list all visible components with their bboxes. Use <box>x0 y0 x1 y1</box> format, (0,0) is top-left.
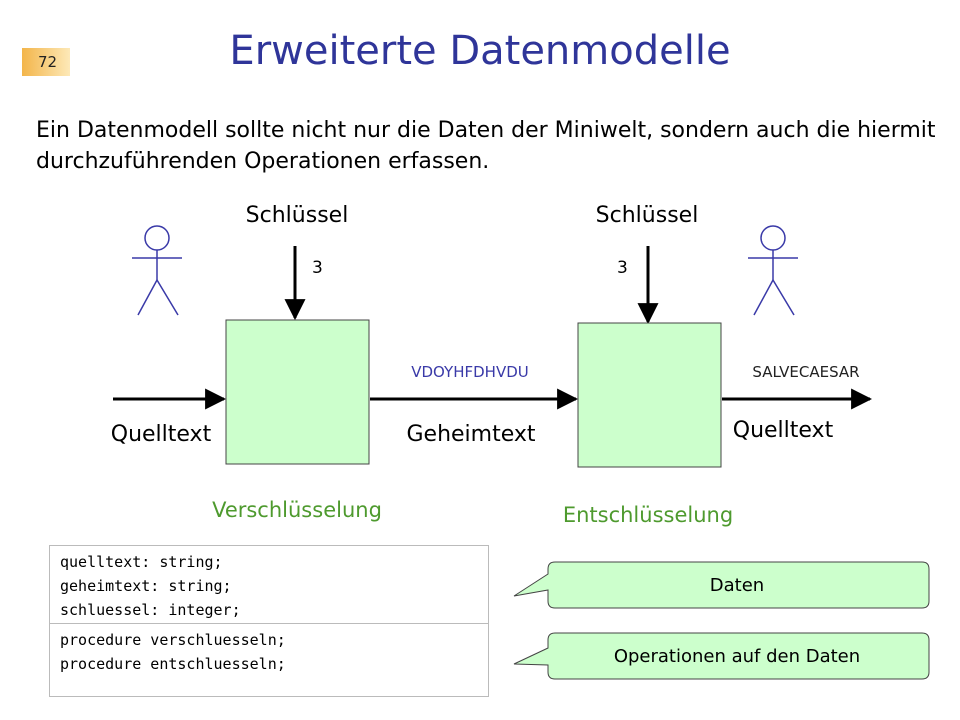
code-line: procedure verschluesseln; <box>60 631 286 649</box>
person-left-icon <box>132 225 182 316</box>
code-box: quelltext: string; geheimtext: string; s… <box>49 545 489 697</box>
operation-declarations: procedure verschluesseln; procedure ents… <box>50 624 488 680</box>
person-right-icon <box>748 225 798 316</box>
slide-title: Erweiterte Datenmodelle <box>229 28 731 74</box>
callout-operations-text: Operationen auf den Daten <box>614 646 860 667</box>
data-declarations: quelltext: string; geheimtext: string; s… <box>50 546 488 624</box>
callout-data-text: Daten <box>710 575 764 596</box>
decrypt-box <box>577 322 722 468</box>
intro-text: Ein Datenmodell sollte nicht nur die Dat… <box>36 118 936 174</box>
encrypt-box <box>225 319 370 465</box>
encrypt-label: Verschlüsselung <box>212 498 382 522</box>
code-line: schluessel: integer; <box>60 601 241 619</box>
code-line: quelltext: string; <box>60 553 223 571</box>
cipher-sample: VDOYHFDHVDU <box>411 363 529 381</box>
cipher-text-label: Geheimtext <box>406 422 535 447</box>
decrypt-label: Entschlüsselung <box>563 503 733 527</box>
plain-sample: SALVECAESAR <box>752 363 859 381</box>
key-value-right: 3 <box>617 258 628 278</box>
key-label-right: Schlüssel <box>596 203 699 228</box>
code-line: geheimtext: string; <box>60 577 232 595</box>
callout-data <box>513 561 930 609</box>
source-text-right: Quelltext <box>733 418 834 443</box>
source-text-left: Quelltext <box>111 422 212 447</box>
slide-number: 72 <box>22 48 70 76</box>
code-line: procedure entschluesseln; <box>60 655 286 673</box>
callout-operations <box>513 632 930 680</box>
key-value-left: 3 <box>312 258 323 278</box>
key-label-left: Schlüssel <box>246 203 349 228</box>
